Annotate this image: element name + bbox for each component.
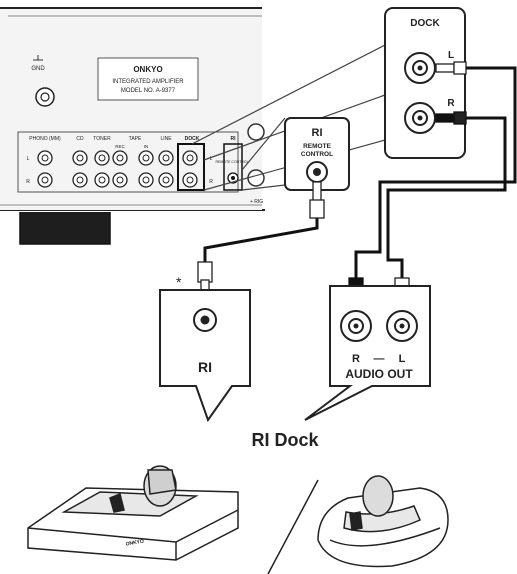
ri-dock-title: RI Dock — [251, 430, 319, 450]
model-line2: MODEL NO. A-9377 — [121, 88, 176, 94]
dock-callout-title: DOCK — [410, 18, 440, 29]
dock-left-brand: ONKYO — [125, 538, 144, 547]
amp-input-jack-core — [116, 154, 124, 162]
ri-plug-top — [309, 181, 325, 219]
amp-input-jack-core — [76, 154, 84, 162]
dock-illustration-left: ONKYO — [27, 465, 239, 561]
dock-ri-panel: RI — [159, 289, 251, 423]
amp-input-jack-core — [162, 176, 170, 184]
amp-input-jack-core — [41, 154, 49, 162]
speaker-terminal-1 — [247, 123, 265, 141]
input-label-dock: DOCK — [185, 136, 200, 142]
amp-input-jack — [182, 150, 198, 166]
dock-illustration-right — [317, 475, 449, 568]
input-label-ri: RI — [231, 136, 237, 142]
amplifier-rear-panel: GND ONKYO INTEGRATED AMPLIFIER MODEL NO.… — [0, 7, 265, 245]
amp-input-jack-core — [162, 154, 170, 162]
amp-input-jack — [138, 172, 154, 188]
divider-slash — [267, 479, 319, 574]
input-label-phono: PHONO (MM) — [29, 136, 61, 142]
speaker-label: + RIG — [250, 199, 263, 205]
amp-dock-jack-box — [177, 143, 205, 191]
input-labels: PHONO (MM) CD TONER TAPE REC IN LINE DOC… — [26, 136, 263, 205]
amplifier-foot — [19, 212, 111, 245]
amp-ri-jack-box — [223, 143, 243, 191]
amp-input-jack-core — [98, 176, 106, 184]
amp-jacks — [37, 150, 198, 188]
model-label-plate: ONKYO INTEGRATED AMPLIFIER MODEL NO. A-9… — [97, 57, 199, 101]
brand-logo: ONKYO — [133, 65, 162, 74]
amp-input-jack — [158, 150, 174, 166]
amp-input-jack-core — [142, 176, 150, 184]
amp-input-jack-core — [76, 176, 84, 184]
amp-label-l2: L — [210, 156, 213, 162]
audio-out-label: AUDIO OUT — [345, 367, 413, 381]
amp-input-jack-core — [98, 154, 106, 162]
amp-input-jack — [94, 150, 110, 166]
amp-label-l: L — [27, 156, 30, 162]
amp-input-jack-core — [186, 154, 194, 162]
amp-input-jack-core — [116, 176, 124, 184]
ground-terminal: GND — [31, 55, 55, 107]
dock-label-r: R — [447, 98, 455, 109]
amp-input-jack — [37, 150, 53, 166]
amp-input-jack-core — [142, 154, 150, 162]
amp-input-jack — [112, 172, 128, 188]
amp-remote-small: REMOTE CONTROL — [215, 160, 248, 164]
amp-input-jack — [138, 150, 154, 166]
audio-out-label-l: L — [399, 353, 406, 365]
tape-sub-rec: REC — [115, 144, 125, 149]
amp-input-jack — [94, 172, 110, 188]
input-label-tape: TAPE — [129, 136, 142, 142]
input-jack-block — [17, 131, 239, 193]
gnd-label: GND — [31, 66, 45, 72]
amp-input-jack — [158, 172, 174, 188]
amp-label-r: R — [26, 179, 30, 185]
dock-callout: DOCK L R — [384, 7, 467, 159]
amp-input-jack-core — [186, 176, 194, 184]
model-line1: INTEGRATED AMPLIFIER — [112, 79, 184, 85]
audio-out-panel: R — L AUDIO OUT — [304, 285, 431, 421]
audio-out-label-r: R — [352, 353, 360, 365]
amp-input-jack — [72, 150, 88, 166]
input-label-line: LINE — [160, 136, 172, 142]
dock-label-l: L — [448, 50, 454, 61]
asterisk-mark: * — [176, 274, 182, 290]
speaker-terminal-2 — [247, 169, 265, 187]
tape-sub-in: IN — [144, 144, 149, 149]
ri-callout-line1: REMOTE — [303, 143, 331, 150]
amp-input-jack — [37, 172, 53, 188]
audio-out-dash: — — [374, 353, 385, 365]
ri-callout: RI REMOTE CONTROL — [284, 117, 350, 191]
input-label-toner: TONER — [93, 136, 111, 142]
amp-label-r2: R — [209, 179, 213, 185]
ri-callout-line2: CONTROL — [301, 151, 333, 158]
ri-callout-logo: RI — [312, 127, 323, 139]
amp-input-jack — [182, 172, 198, 188]
amp-input-jack — [72, 172, 88, 188]
input-label-cd: CD — [76, 136, 84, 142]
amp-input-jack — [112, 150, 128, 166]
dock-ri-logo: RI — [198, 359, 212, 375]
amp-input-jack-core — [41, 176, 49, 184]
